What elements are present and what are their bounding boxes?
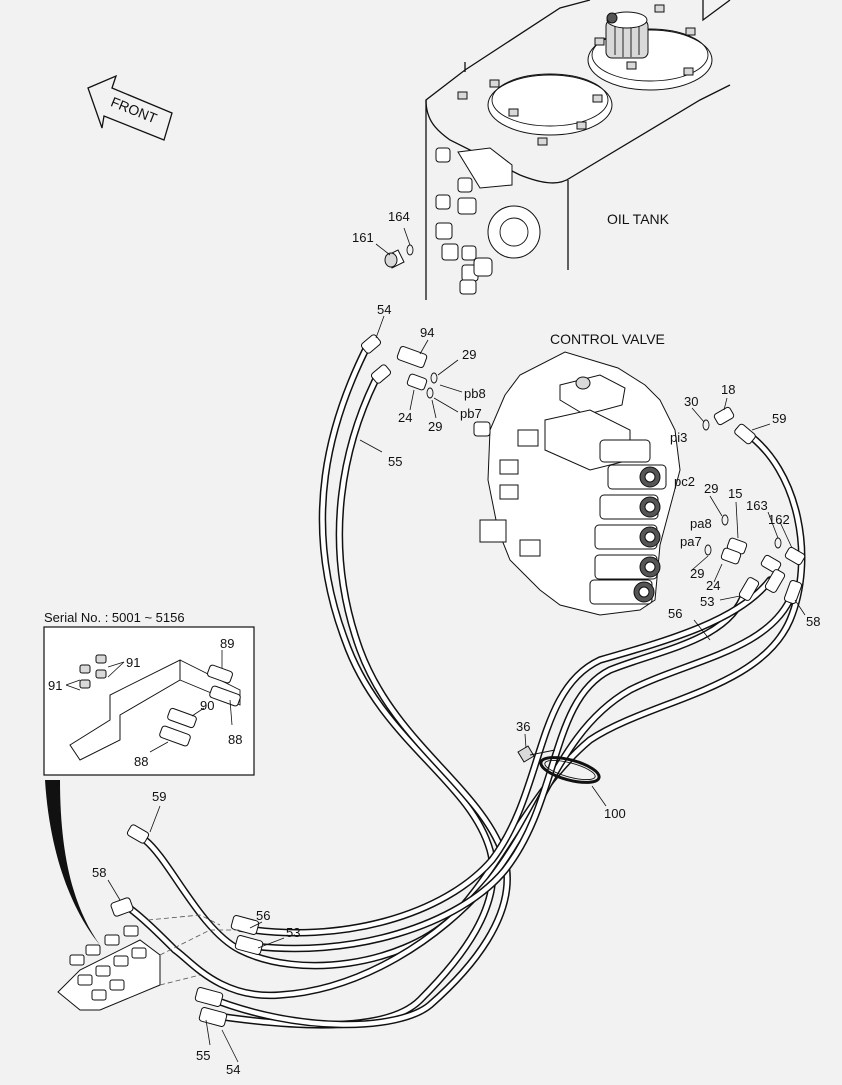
leader-lines (107, 315, 806, 1063)
part-number-58-bottom: 58 (92, 865, 106, 880)
part-number-29-c: 29 (704, 481, 718, 496)
part-number-29-a: 29 (462, 347, 476, 362)
part-number-94: 94 (420, 325, 434, 340)
inset-label-88-a: 88 (228, 732, 242, 747)
drain-plug: 161 164 (352, 209, 414, 269)
control-valve: CONTROL VALVE (473, 331, 681, 616)
part-number-58-top: 58 (806, 614, 820, 629)
part-number-55-bottom: 55 (196, 1048, 210, 1063)
oil-tank: OIL TANK (425, 0, 731, 300)
inset-label-90: 90 (200, 698, 214, 713)
part-number-36: 36 (516, 719, 530, 734)
port-label-pa7: pa7 (680, 534, 702, 549)
inset-label-91-a: 91 (126, 655, 140, 670)
part-number-59-bottom: 59 (152, 789, 166, 804)
inset-label-91-b: 91 (48, 678, 62, 693)
port-label-pi3: pi3 (670, 430, 687, 445)
front-arrow: FRONT (87, 74, 173, 141)
part-number-100: 100 (604, 806, 626, 821)
inset-label-89: 89 (220, 636, 234, 651)
part-number-24-a: 24 (398, 410, 412, 425)
part-number-59-top: 59 (772, 411, 786, 426)
hose-fittings (110, 334, 806, 1027)
inset-title: Serial No. : 5001 ~ 5156 (44, 610, 185, 625)
port-label-pc2: pc2 (674, 474, 695, 489)
part-number-164: 164 (388, 209, 410, 224)
part-number-54-bottom: 54 (226, 1062, 240, 1077)
part-number-29-d: 29 (690, 566, 704, 581)
part-number-163: 163 (746, 498, 768, 513)
control-valve-label: CONTROL VALVE (550, 331, 665, 347)
part-number-30: 30 (684, 394, 698, 409)
inset-label-88-b: 88 (134, 754, 148, 769)
port-labels: pb8 pb7 pi3 pc2 pa8 pa7 (460, 386, 712, 549)
part-number-54-top: 54 (377, 302, 391, 317)
part-number-55-top: 55 (388, 454, 402, 469)
part-number-162: 162 (768, 512, 790, 527)
part-number-56-bottom: 56 (256, 908, 270, 923)
part-number-53-top: 53 (700, 594, 714, 609)
port-label-pb8: pb8 (464, 386, 486, 401)
port-label-pa8: pa8 (690, 516, 712, 531)
part-numbers: 54 94 29 24 29 55 30 18 59 29 15 163 162… (92, 302, 820, 1077)
part-number-24-b: 24 (706, 578, 720, 593)
port-label-pb7: pb7 (460, 406, 482, 421)
part-number-53-bottom: 53 (286, 925, 300, 940)
part-number-15: 15 (728, 486, 742, 501)
part-number-161: 161 (352, 230, 374, 245)
inset-detail: Serial No. : 5001 ~ 5156 89 91 91 90 88 … (43, 610, 255, 776)
part-number-29-b: 29 (428, 419, 442, 434)
part-number-56-top: 56 (668, 606, 682, 621)
oil-tank-label: OIL TANK (607, 211, 670, 227)
valve-spools (589, 439, 667, 605)
inset-pointer (45, 780, 100, 945)
part-number-18: 18 (721, 382, 735, 397)
pilot-manifold (57, 914, 240, 1011)
